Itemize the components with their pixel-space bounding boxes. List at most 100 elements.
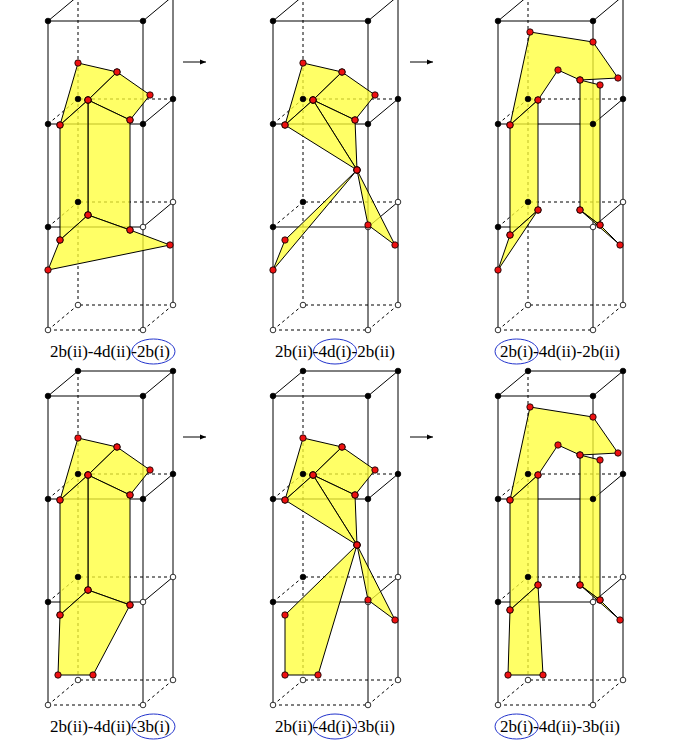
cell-edge (48, 680, 78, 705)
cell-edge (273, 396, 368, 397)
cell-edge (273, 305, 303, 330)
lattice-dot (127, 602, 133, 608)
cell-edge (273, 371, 303, 396)
cell-edge (528, 305, 623, 306)
lattice-dot (620, 368, 626, 374)
lattice-dot (507, 232, 513, 238)
lattice-dot (75, 199, 81, 205)
lattice-dot (57, 237, 63, 243)
lattice-dot (300, 471, 306, 477)
lattice-dot (507, 497, 513, 503)
lattice-dot (85, 472, 91, 478)
cell-edge (528, 99, 623, 100)
lattice-dot (577, 207, 583, 213)
lattice-dot (45, 702, 51, 708)
lattice-dot (372, 467, 378, 473)
lattice-dot (170, 96, 176, 102)
cell-edge (48, 330, 143, 331)
lattice-dot (315, 672, 321, 678)
lattice-dot (85, 97, 91, 103)
configuration-label: 2b(i)-4d(ii)-2b(ii) (500, 342, 620, 362)
cell-edge (368, 0, 398, 21)
lattice-dot (507, 122, 513, 128)
lattice-dot (352, 492, 358, 498)
lattice-dot (597, 597, 603, 603)
lattice-dot (310, 472, 316, 478)
lattice-dot (270, 121, 276, 127)
lattice-dot (85, 212, 91, 218)
membrane-surface (285, 475, 357, 545)
lattice-dot (57, 122, 63, 128)
cell-edge (398, 0, 399, 305)
lattice-dot (57, 237, 63, 243)
cell-edge (498, 21, 593, 22)
cell-edge (143, 371, 173, 396)
cell-edge (143, 202, 173, 227)
lattice-dot (535, 97, 541, 103)
cell-edge (143, 577, 173, 602)
lattice-dot (577, 77, 583, 83)
cell-edge (143, 680, 173, 705)
cell-edge (623, 0, 624, 305)
lattice-dot (620, 574, 626, 580)
cell-edge (498, 0, 528, 21)
lattice-dot (300, 574, 306, 580)
lattice-dot (540, 672, 546, 678)
lattice-dot (85, 587, 91, 593)
lattice-dot (495, 224, 501, 230)
membrane-surface (285, 545, 357, 675)
lattice-dot (85, 212, 91, 218)
cell-edge (143, 99, 173, 124)
lattice-dot (590, 496, 596, 502)
lattice-dot (170, 574, 176, 580)
lattice-dot (127, 227, 133, 233)
lattice-dot (57, 497, 63, 503)
lattice-dot (495, 18, 501, 24)
cell-edge (303, 371, 398, 372)
membrane-surface (48, 215, 170, 270)
lattice-dot (352, 492, 358, 498)
cell-edge (528, 577, 623, 578)
lattice-dot (577, 452, 583, 458)
membrane-surface (357, 545, 395, 620)
cell-edge (48, 305, 78, 330)
lattice-dot (495, 393, 501, 399)
lattice-dot (282, 122, 288, 128)
lattice-dot (310, 97, 316, 103)
configuration-label: 2b(i)-4d(ii)-3b(ii) (500, 717, 620, 737)
membrane-surface (498, 210, 538, 270)
lattice-dot (45, 121, 51, 127)
lattice-dot (372, 92, 378, 98)
lattice-dot (282, 672, 288, 678)
lattice-dot (270, 224, 276, 230)
lattice-dot (535, 582, 541, 588)
lattice-dot (57, 612, 63, 618)
membrane-surface (508, 585, 543, 675)
lattice-dot (395, 302, 401, 308)
arrow-head (200, 435, 206, 440)
lattice-dot (339, 69, 345, 75)
lattice-dot (507, 607, 513, 613)
arrow-head (200, 60, 206, 65)
cell-edge (303, 577, 398, 578)
lattice-dot (310, 97, 316, 103)
membrane-surface (273, 170, 357, 270)
lattice-dot (577, 582, 583, 588)
cell-edge (48, 0, 78, 21)
lattice-dot (85, 212, 91, 218)
lattice-dot (85, 97, 91, 103)
membrane-surface (357, 170, 395, 245)
lattice-dot (590, 702, 596, 708)
cell-edge (78, 305, 173, 306)
cell-edge (143, 21, 144, 330)
lattice-dot (495, 267, 501, 273)
lattice-dot (147, 92, 153, 98)
cell-edge (273, 202, 303, 227)
lattice-dot (85, 97, 91, 103)
lattice-dot (282, 497, 288, 503)
lattice-dot (127, 492, 133, 498)
lattice-dot (495, 121, 501, 127)
lattice-dot (127, 602, 133, 608)
lattice-dot (507, 607, 513, 613)
cell-edge (593, 371, 623, 396)
